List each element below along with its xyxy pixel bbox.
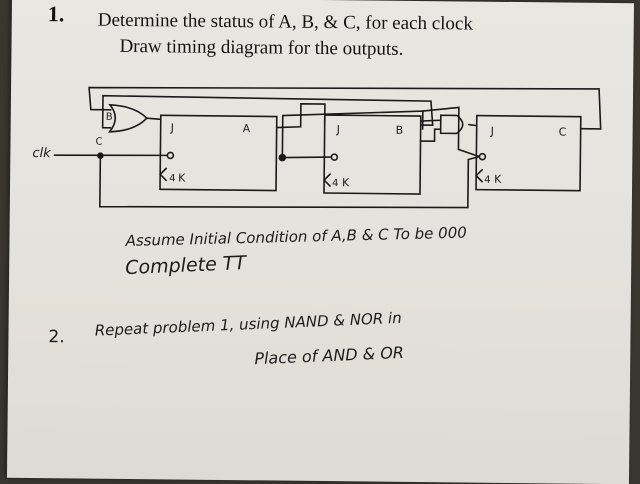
logic-circuit-diagram: clk B C J A 4 K J B 4 K J C 4 K [32,86,602,209]
ff-b-q: B [396,124,404,137]
flip-flop-c [475,114,582,192]
ff-c-q: C [559,125,567,138]
junction-dot [278,153,287,162]
junction-dot-clk [97,152,104,159]
clock-bubble-c [478,152,487,161]
ff-a-k: K [178,171,186,184]
or-input-b: B [106,112,113,123]
problem2-number: 2. [48,327,65,348]
and-gate [439,114,464,135]
ff-c-k-prefix: 4 [484,175,490,186]
paper-sheet: 1. Determine the status of A, B, & C, fo… [6,0,634,484]
flip-flop-a [159,114,278,192]
clock-bubble-a [166,151,175,160]
or-gate [107,103,148,133]
ff-b-k-prefix: 4 [332,178,338,189]
ff-b-j: J [336,123,340,136]
or-input-c: C [95,137,102,148]
flip-flop-b [323,114,422,195]
clock-bubble-b [330,153,339,161]
ff-a-j: J [170,121,174,134]
ff-c-k: K [494,173,502,186]
ff-b-k: K [342,176,350,189]
ff-a-q: A [243,122,251,135]
clock-label: clk [32,146,51,161]
ff-a-k-prefix: 4 [169,173,175,184]
ff-c-j: J [490,125,494,138]
